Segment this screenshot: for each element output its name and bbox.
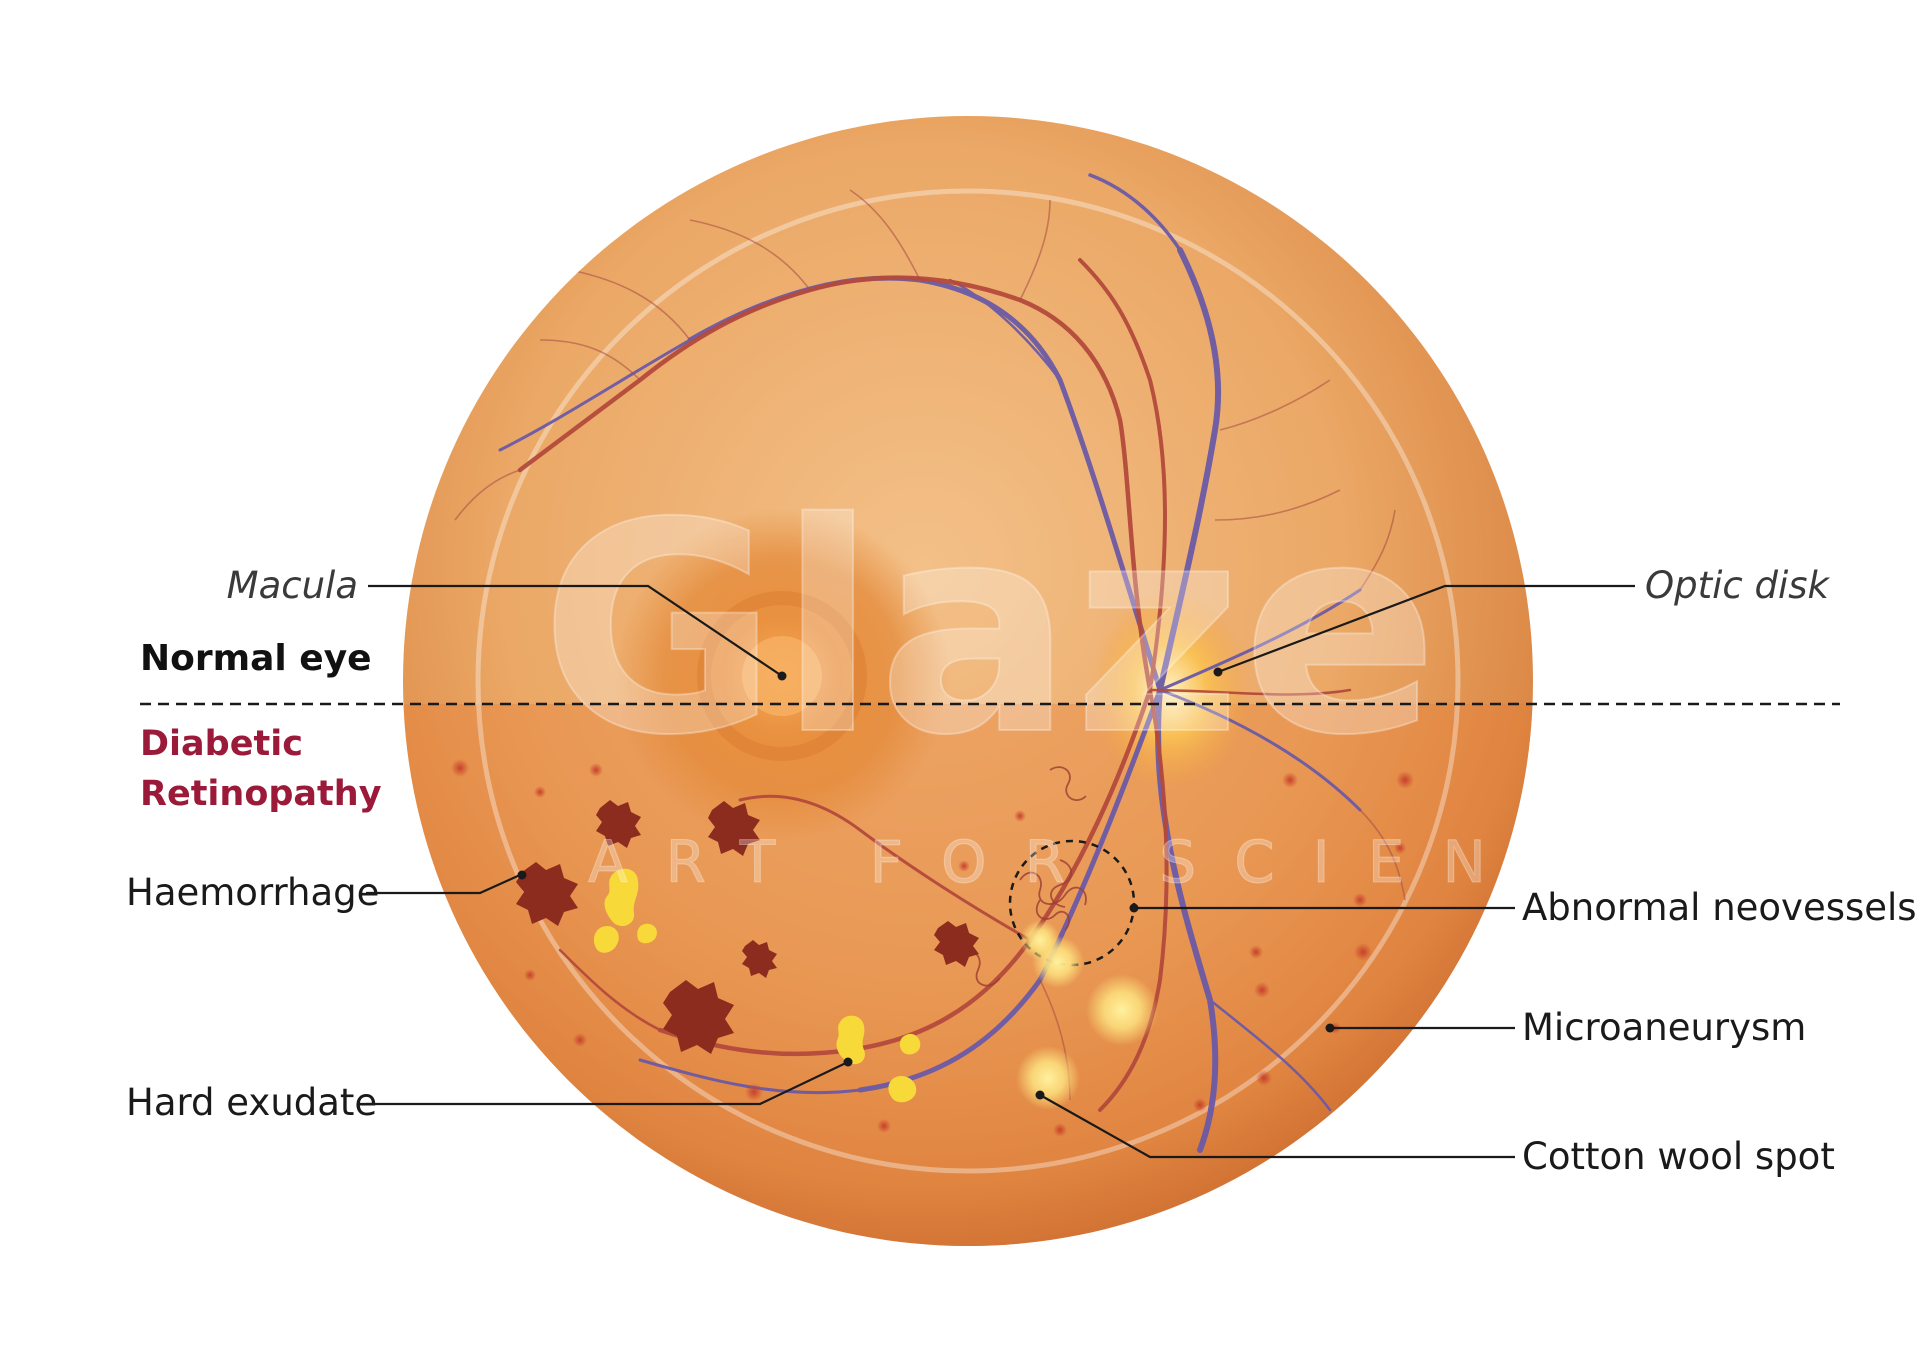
- label-haemorrhage: Haemorrhage: [126, 871, 379, 914]
- watermark: Glaze ART FOR SCIENCE: [539, 461, 1677, 897]
- section-diabetic-line1: Diabetic: [140, 724, 303, 764]
- label-optic-disk: Optic disk: [1645, 564, 1831, 607]
- haemorrhages: [516, 800, 979, 1054]
- label-abnormal-neovessels: Abnormal neovessels: [1522, 886, 1917, 929]
- microaneurysms: [451, 759, 1414, 1137]
- watermark-logo: Glaze: [540, 462, 1439, 799]
- label-microaneurysm: Microaneurysm: [1522, 1006, 1806, 1049]
- fundus-disc: [403, 116, 1533, 1246]
- retinal-arteries: [517, 258, 1352, 1112]
- section-diabetic-line2: Retinopathy: [140, 774, 382, 814]
- label-macula: Macula: [227, 564, 358, 607]
- macula-ring: [697, 591, 867, 761]
- watermark-tagline: ART FOR SCIENCE: [588, 828, 1677, 896]
- hard-exudates: [593, 868, 921, 1103]
- leader-lines: [366, 584, 1635, 1159]
- leader-dots: [517, 667, 1335, 1100]
- watermark-ring: [475, 188, 1461, 1174]
- section-normal-eye: Normal eye: [140, 638, 372, 679]
- retinal-veins: [498, 173, 1362, 1153]
- label-hard-exudate: Hard exudate: [126, 1081, 377, 1124]
- label-cotton-wool-spot: Cotton wool spot: [1522, 1135, 1835, 1178]
- cotton-wool-spots: [1016, 920, 1158, 1110]
